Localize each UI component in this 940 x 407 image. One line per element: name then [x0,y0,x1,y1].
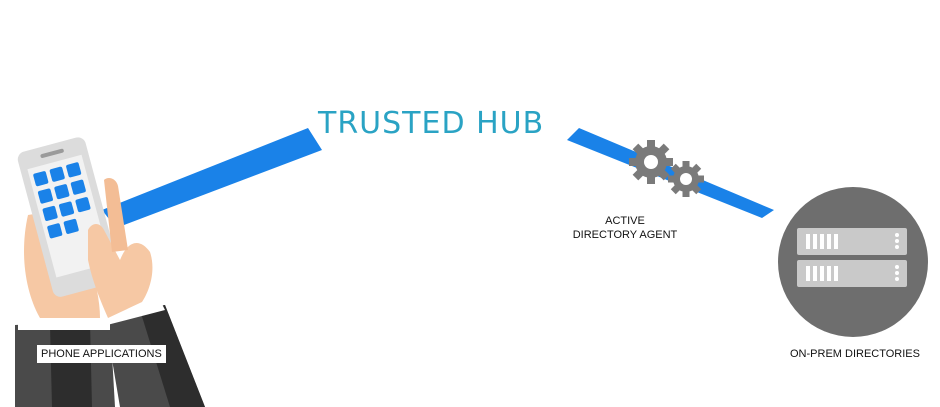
on-prem-directories-label: ON-PREM DIRECTORIES [790,348,920,360]
phone-hand-icon [15,137,205,407]
agent-label-line2: DIRECTORY AGENT [572,229,678,241]
phone-applications-label: PHONE APPLICATIONS [37,345,166,363]
connector-left [102,128,322,228]
active-directory-agent-label: ACTIVE DIRECTORY AGENT [570,214,680,242]
diagram-title: TRUSTED HUB [318,106,545,141]
connector-right [567,128,774,218]
agent-label-line1: ACTIVE [605,215,645,227]
server-icon [778,187,928,337]
